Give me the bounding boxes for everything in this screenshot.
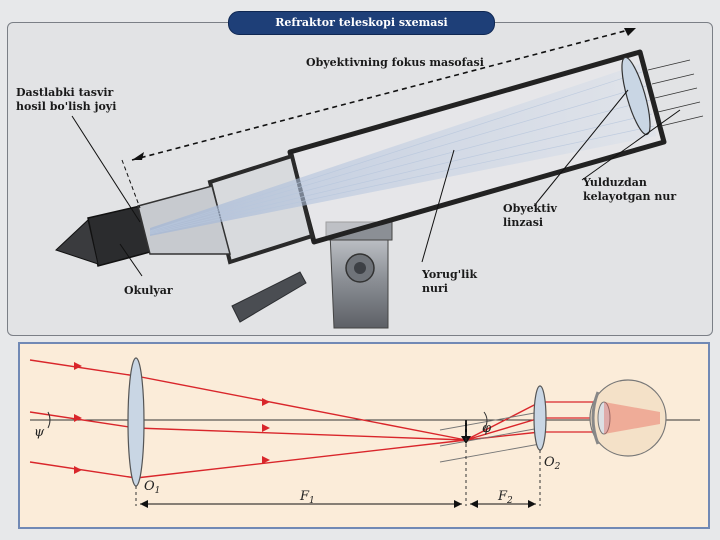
- angle-phi-label: φ: [482, 421, 492, 436]
- leader-lines: [71, 89, 681, 277]
- lens-o2: [533, 385, 547, 451]
- focal-f1-label: F1: [299, 489, 315, 506]
- eyepiece-label: Okulyar: [124, 284, 173, 297]
- lens-o2-label: O2: [544, 455, 561, 472]
- star-light-label: Yulduzdan kelayotgan nur: [583, 176, 676, 204]
- light-ray-label-line2: nuri: [422, 282, 448, 295]
- first-image-label-line1: Dastlabki tasvir: [16, 86, 114, 99]
- objective-lens-label-line1: Obyektiv: [503, 202, 557, 215]
- incoming-rays: [29, 359, 541, 479]
- grey-rays: [439, 411, 541, 463]
- eye-icon: [589, 379, 667, 457]
- star-rays: [647, 59, 704, 127]
- angle-phi-arc: [483, 411, 488, 431]
- focal-f2-label: F2: [497, 489, 513, 506]
- lens-o1: [127, 357, 145, 487]
- star-light-label-line1: Yulduzdan: [583, 176, 647, 189]
- star-light-label-line2: kelayotgan nur: [583, 190, 677, 203]
- first-image-label-line2: hosil bo'lish joyi: [16, 100, 117, 113]
- ray-arrows: [74, 362, 270, 474]
- light-ray-label: Yorug'lik nuri: [422, 268, 477, 296]
- diagram-title: Refraktor teleskopi sxemasi: [228, 11, 495, 35]
- focal-arrow: [131, 27, 637, 161]
- light-beam: [150, 64, 656, 236]
- objective-lens-label-line2: linzasi: [503, 216, 544, 229]
- mount-handle: [231, 271, 307, 323]
- lens-o1-label: O1: [144, 479, 160, 496]
- angle-psi-arc: [47, 411, 51, 429]
- focal-distance-label: Obyektivning fokus masofasi: [306, 56, 484, 69]
- light-ray-label-line1: Yorug'lik: [422, 268, 478, 281]
- first-image-label: Dastlabki tasvir hosil bo'lish joyi: [16, 86, 116, 114]
- objective-lens: [621, 56, 651, 136]
- focal-guides: [135, 420, 541, 506]
- angle-psi-label: ψ: [34, 425, 45, 440]
- objective-lens-label: Obyektiv linzasi: [503, 202, 557, 230]
- eyepiece-tip: [55, 219, 99, 265]
